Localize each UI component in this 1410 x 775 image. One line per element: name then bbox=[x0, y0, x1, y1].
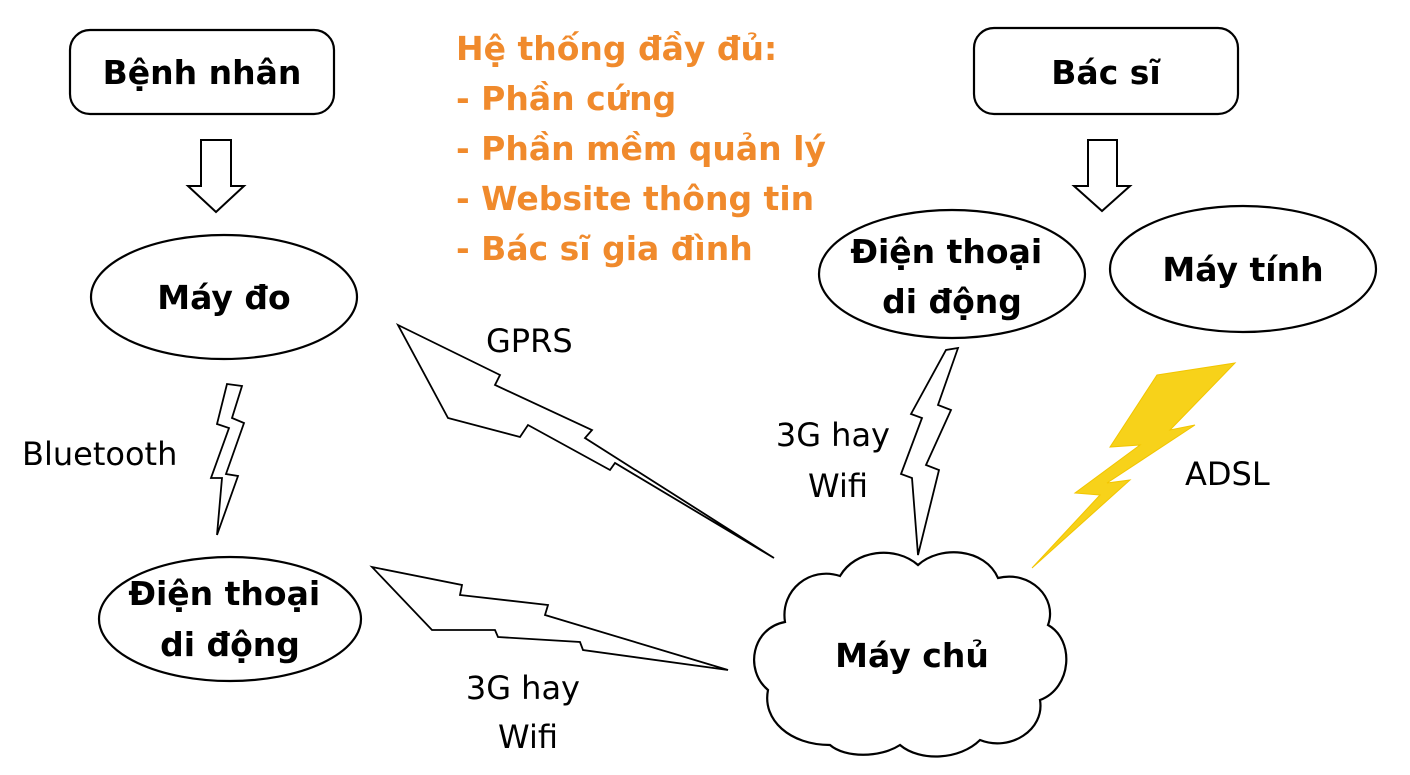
doctor-phone-label: Điện thoại di động bbox=[850, 232, 1053, 321]
patient-phone-ellipse bbox=[97, 555, 363, 683]
doctor-phone-server-label-line1: 3G hay bbox=[776, 416, 890, 454]
bluetooth-link-bolt bbox=[209, 383, 246, 536]
arrow-patient-to-meter bbox=[185, 139, 247, 214]
summary-item-software: - Phần mềm quản lý bbox=[456, 129, 826, 168]
doctor-phone-label-line1: Điện thoại bbox=[850, 232, 1042, 271]
gprs-label: GPRS bbox=[486, 322, 573, 360]
summary-item-family-doctor: - Bác sĩ gia đình bbox=[456, 229, 753, 268]
arrow-doctor-to-devices bbox=[1071, 139, 1133, 213]
meter-label: Máy đo bbox=[157, 278, 290, 317]
doctor-phone-label-line2: di động bbox=[882, 282, 1022, 321]
phone-server-label-line1: 3G hay bbox=[466, 669, 580, 707]
server-cloud bbox=[753, 551, 1068, 758]
phone-server-link-bolt bbox=[369, 565, 729, 671]
computer-label: Máy tính bbox=[1162, 250, 1323, 289]
adsl-label: ADSL bbox=[1185, 455, 1270, 493]
patient-label: Bệnh nhân bbox=[103, 53, 302, 92]
doctor-phone-ellipse bbox=[817, 208, 1087, 340]
doctor-phone-server-label-line2: Wifi bbox=[808, 467, 868, 505]
doctor-box bbox=[972, 26, 1240, 116]
summary-item-hardware: - Phần cứng bbox=[456, 79, 677, 118]
computer-ellipse bbox=[1108, 204, 1378, 334]
doctor-phone-server-label: 3G hay Wifi bbox=[776, 416, 900, 505]
phone-server-label: 3G hay Wifi bbox=[466, 669, 590, 756]
patient-phone-label: Điện thoại di động bbox=[128, 574, 331, 664]
patient-box bbox=[68, 28, 336, 116]
summary-title: Hệ thống đầy đủ: bbox=[456, 29, 778, 68]
patient-phone-label-line2: di động bbox=[160, 625, 300, 664]
bluetooth-label: Bluetooth bbox=[22, 435, 177, 473]
phone-server-label-line2: Wifi bbox=[498, 718, 558, 756]
adsl-link-bolt bbox=[1031, 362, 1237, 569]
server-label: Máy chủ bbox=[835, 636, 989, 675]
meter-ellipse bbox=[89, 233, 359, 361]
doctor-label: Bác sĩ bbox=[1051, 53, 1161, 92]
patient-phone-label-line1: Điện thoại bbox=[128, 574, 320, 613]
gprs-link-bolt bbox=[395, 322, 775, 559]
system-summary: Hệ thống đầy đủ: - Phần cứng - Phần mềm … bbox=[456, 24, 856, 274]
summary-item-website: - Website thông tin bbox=[456, 179, 815, 218]
doctor-phone-server-link-bolt bbox=[899, 346, 960, 556]
